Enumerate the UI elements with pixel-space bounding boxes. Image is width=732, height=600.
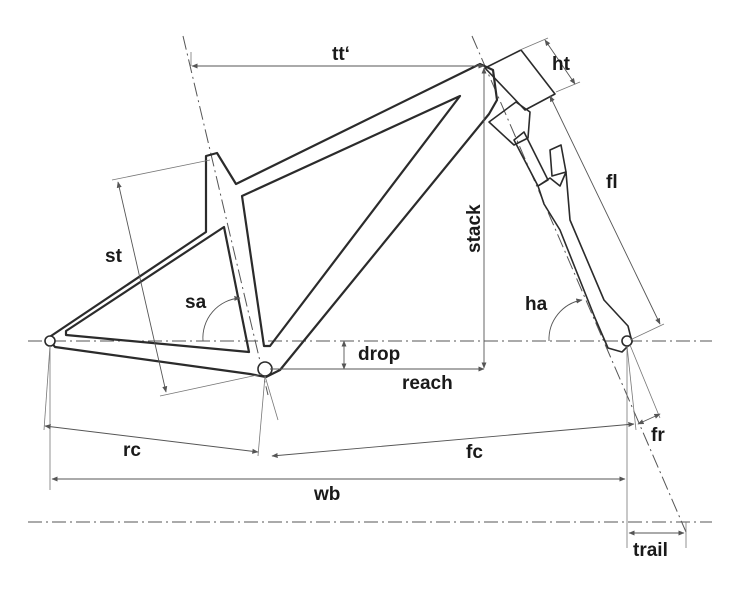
rear-axle <box>44 335 56 347</box>
st-dimension <box>116 181 168 393</box>
front-triangle-window <box>240 94 462 348</box>
fork-lower <box>537 171 633 353</box>
fork-stanchion <box>513 131 549 187</box>
fork-crown <box>488 101 531 146</box>
label-drop: drop <box>358 344 400 365</box>
ha-angle-arc <box>548 298 583 342</box>
fork-steerer <box>484 49 556 111</box>
frame <box>46 62 499 379</box>
rc-dimension <box>44 424 259 454</box>
label-stack: stack <box>464 204 485 253</box>
fork-arch <box>549 144 567 177</box>
label-wb: wb <box>313 484 340 505</box>
label-fr: fr <box>651 425 665 446</box>
label-ht: ht <box>552 54 571 75</box>
label-tt: tt‘ <box>332 44 350 65</box>
label-fl: fl <box>606 172 618 193</box>
front-axle <box>621 335 633 347</box>
label-st: st <box>105 246 123 267</box>
label-fc: fc <box>466 442 483 463</box>
rear-triangle-window <box>64 225 251 354</box>
frame-outline <box>46 62 499 379</box>
label-rc: rc <box>123 440 141 461</box>
label-ha: ha <box>525 294 548 315</box>
fork <box>484 49 633 353</box>
sa-angle-arc <box>202 295 241 342</box>
bottom-bracket <box>257 361 273 377</box>
seat-axis-line <box>182 35 269 396</box>
fl-dimension <box>549 95 661 325</box>
label-reach: reach <box>402 373 453 394</box>
fr-dimension <box>637 413 661 425</box>
fc-dimension <box>271 421 635 459</box>
label-trail: trail <box>633 540 668 561</box>
label-sa: sa <box>185 292 207 313</box>
ht-dimension <box>544 39 576 85</box>
